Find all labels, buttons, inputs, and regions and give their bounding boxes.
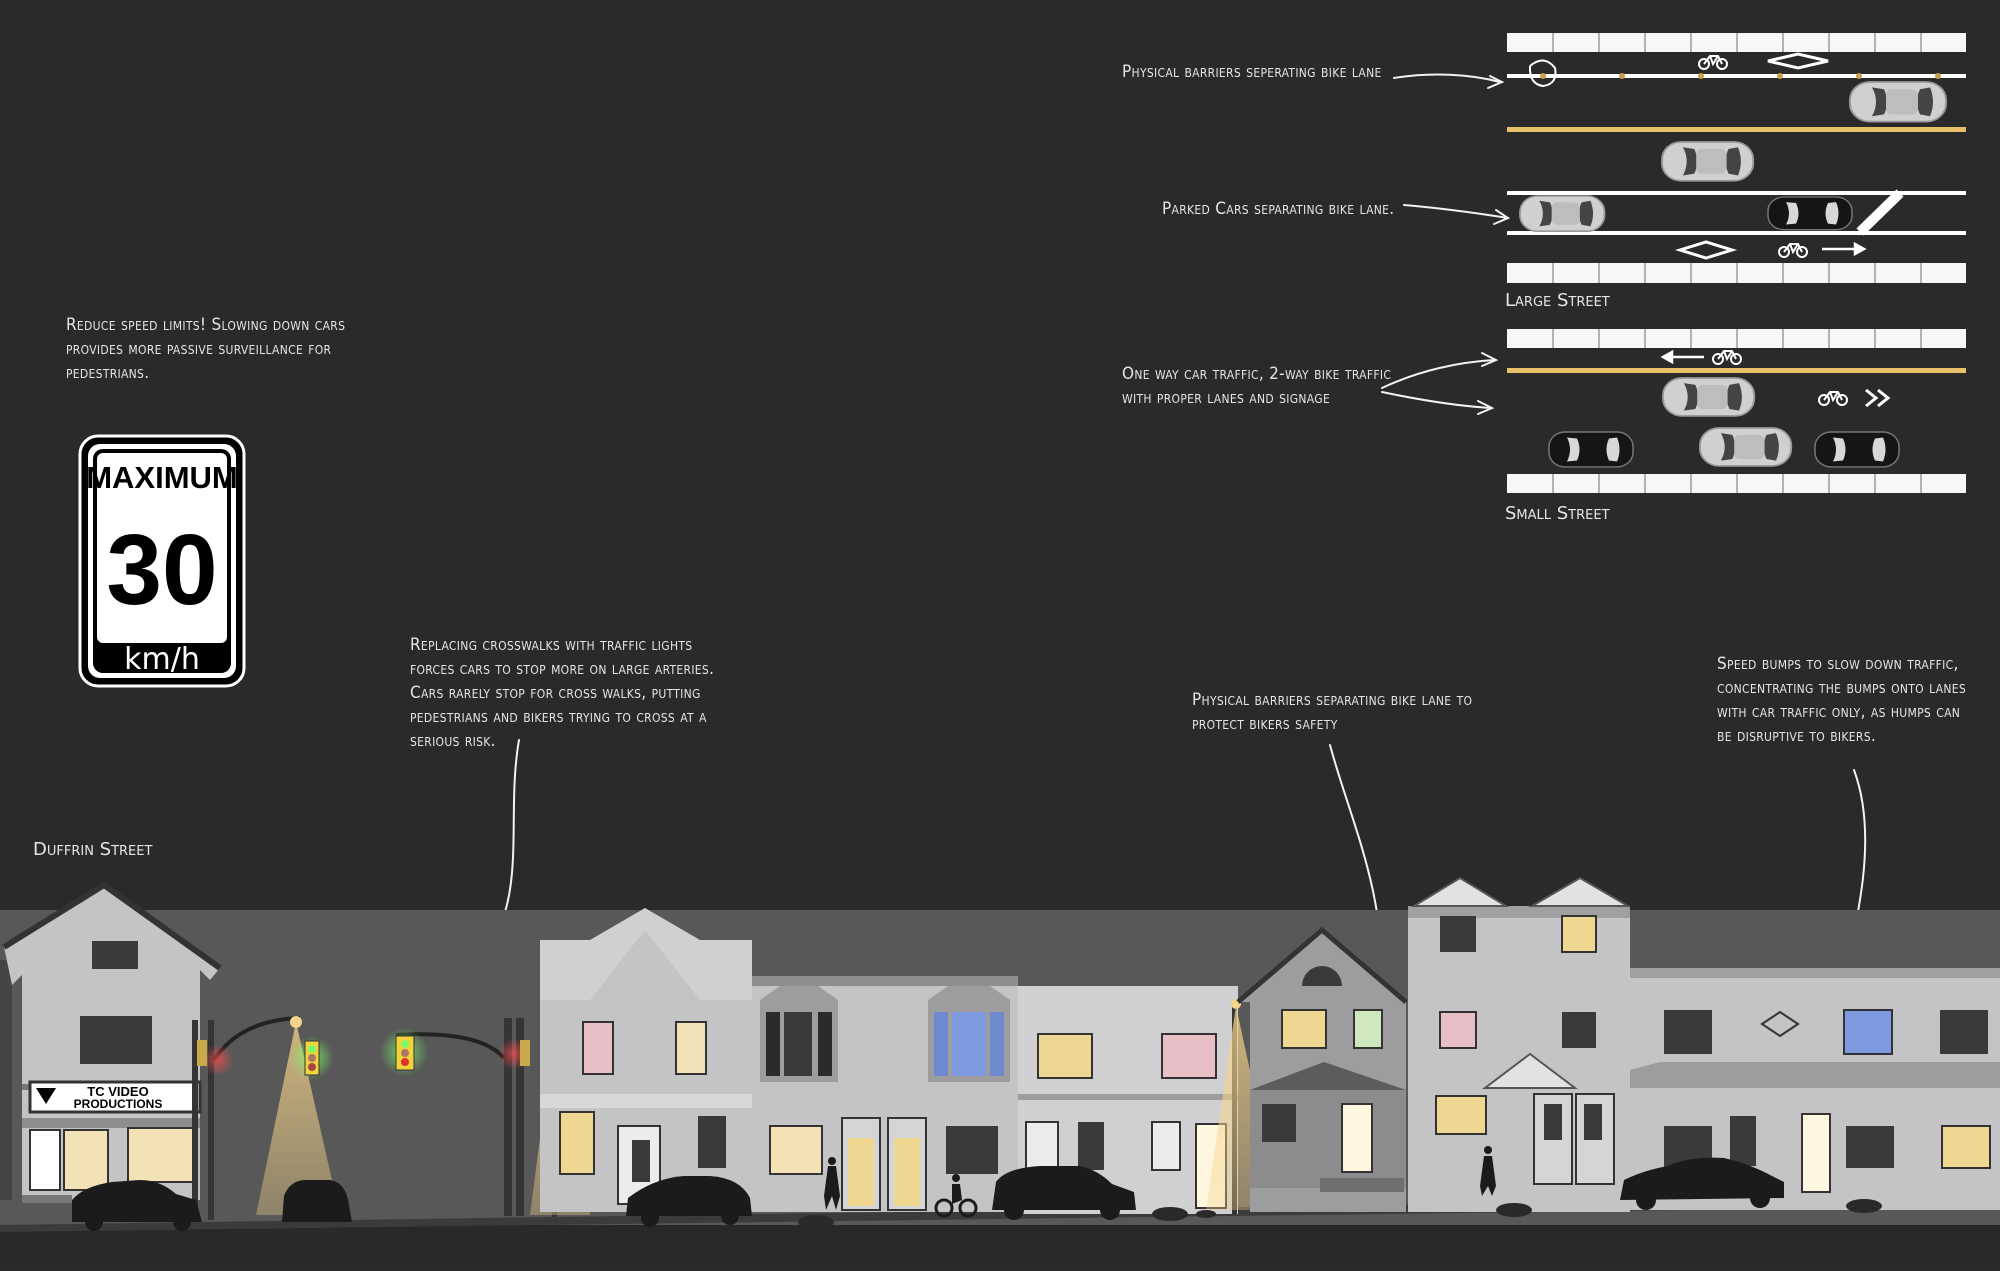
shop-sign: [28, 1080, 202, 1114]
streetlight-beam: [256, 1022, 340, 1215]
car-top-view: [1548, 431, 1634, 468]
building-gable-pink: [540, 908, 752, 1212]
arrow-parked-cars: [1403, 204, 1509, 219]
parked-cars-label: Parked Cars separating bike lane.: [1162, 199, 1395, 219]
barrier-circle-highlight: [1528, 59, 1557, 88]
speed-limit-sign: MAXIMUM 30 km/h: [78, 434, 246, 688]
diamond-marking: [1767, 52, 1829, 70]
direction-arrow: [1660, 349, 1704, 365]
traffic-signal-left: [192, 1016, 340, 1220]
pedestrian: [824, 1166, 840, 1210]
car-top-view: [1767, 196, 1853, 231]
building-gable-dark: [1236, 926, 1408, 1212]
pedestrian: [1480, 1156, 1496, 1196]
shop-sign-line2: PRODUCTIONS: [74, 1097, 163, 1111]
yellow-center-line: [1507, 127, 1966, 132]
sharrow-chevrons: [1865, 388, 1891, 408]
small-street-caption: Small Street: [1505, 503, 1610, 524]
small-street-plan: [1507, 329, 1966, 493]
car-silhouette: [282, 1180, 352, 1222]
vehicle-silhouettes: [72, 1157, 1784, 1231]
arrow-one-way-a: [1381, 359, 1495, 389]
diamond-marking: [1674, 240, 1738, 260]
car-silhouette: [1620, 1157, 1784, 1200]
car-top-view: [1661, 141, 1755, 182]
street-elevation: TC VIDEO PRODUCTIONS: [0, 876, 2000, 1267]
physical-barriers-label: Physical barriers seperating bike lane: [1122, 62, 1382, 82]
speed-limit-note: Reduce speed limits! Slowing down cars p…: [66, 315, 346, 383]
shop-sign-line1: TC VIDEO: [87, 1084, 148, 1099]
sign-unit-text: km/h: [124, 642, 200, 677]
arrow-physical-barriers: [1393, 73, 1501, 83]
direction-arrow: [1822, 241, 1867, 257]
large-street-plan: [1507, 33, 1966, 283]
one-way-label: One way car traffic, 2-way bike traffic …: [1122, 364, 1392, 408]
sign-maximum-text: MAXIMUM: [86, 460, 238, 495]
bike-barrier-note: Physical barriers separating bike lane t…: [1192, 690, 1473, 734]
street-name-label: Duffrin Street: [33, 839, 153, 860]
car-top-view: [1662, 377, 1756, 417]
sign-speed-number: 30: [106, 514, 217, 626]
building-bay-windows: [752, 976, 1018, 1212]
pedestrian-silhouettes: [824, 1146, 1496, 1218]
building-tc-video: TC VIDEO PRODUCTIONS: [0, 881, 222, 1203]
traffic-lights-note: Replacing crosswalks with traffic lights…: [410, 635, 715, 751]
speed-bumps: [798, 1199, 1882, 1229]
car-top-view: [1699, 427, 1793, 467]
car-top-view: [1519, 195, 1606, 233]
car-top-view: [1849, 81, 1947, 123]
sidewalk-joints-top: [1552, 33, 1922, 52]
speed-bumps-note: Speed bumps to slow down traffic, concen…: [1717, 654, 1967, 746]
sidewalk-joints-bottom: [1552, 263, 1922, 283]
car-silhouette: [72, 1180, 202, 1222]
arrow-one-way-b: [1381, 391, 1491, 409]
yellow-center-line: [1507, 368, 1966, 373]
road-surface: [0, 1225, 2000, 1267]
cyclist: [952, 1184, 962, 1204]
large-street-caption: Large Street: [1505, 290, 1610, 311]
barrier-bollards: [1540, 73, 1941, 79]
car-top-view: [1814, 431, 1900, 468]
building-dormers: [1408, 876, 1632, 1212]
car-silhouette: [992, 1166, 1136, 1210]
car-silhouette: [626, 1176, 752, 1216]
merge-taper: [1856, 189, 1904, 236]
